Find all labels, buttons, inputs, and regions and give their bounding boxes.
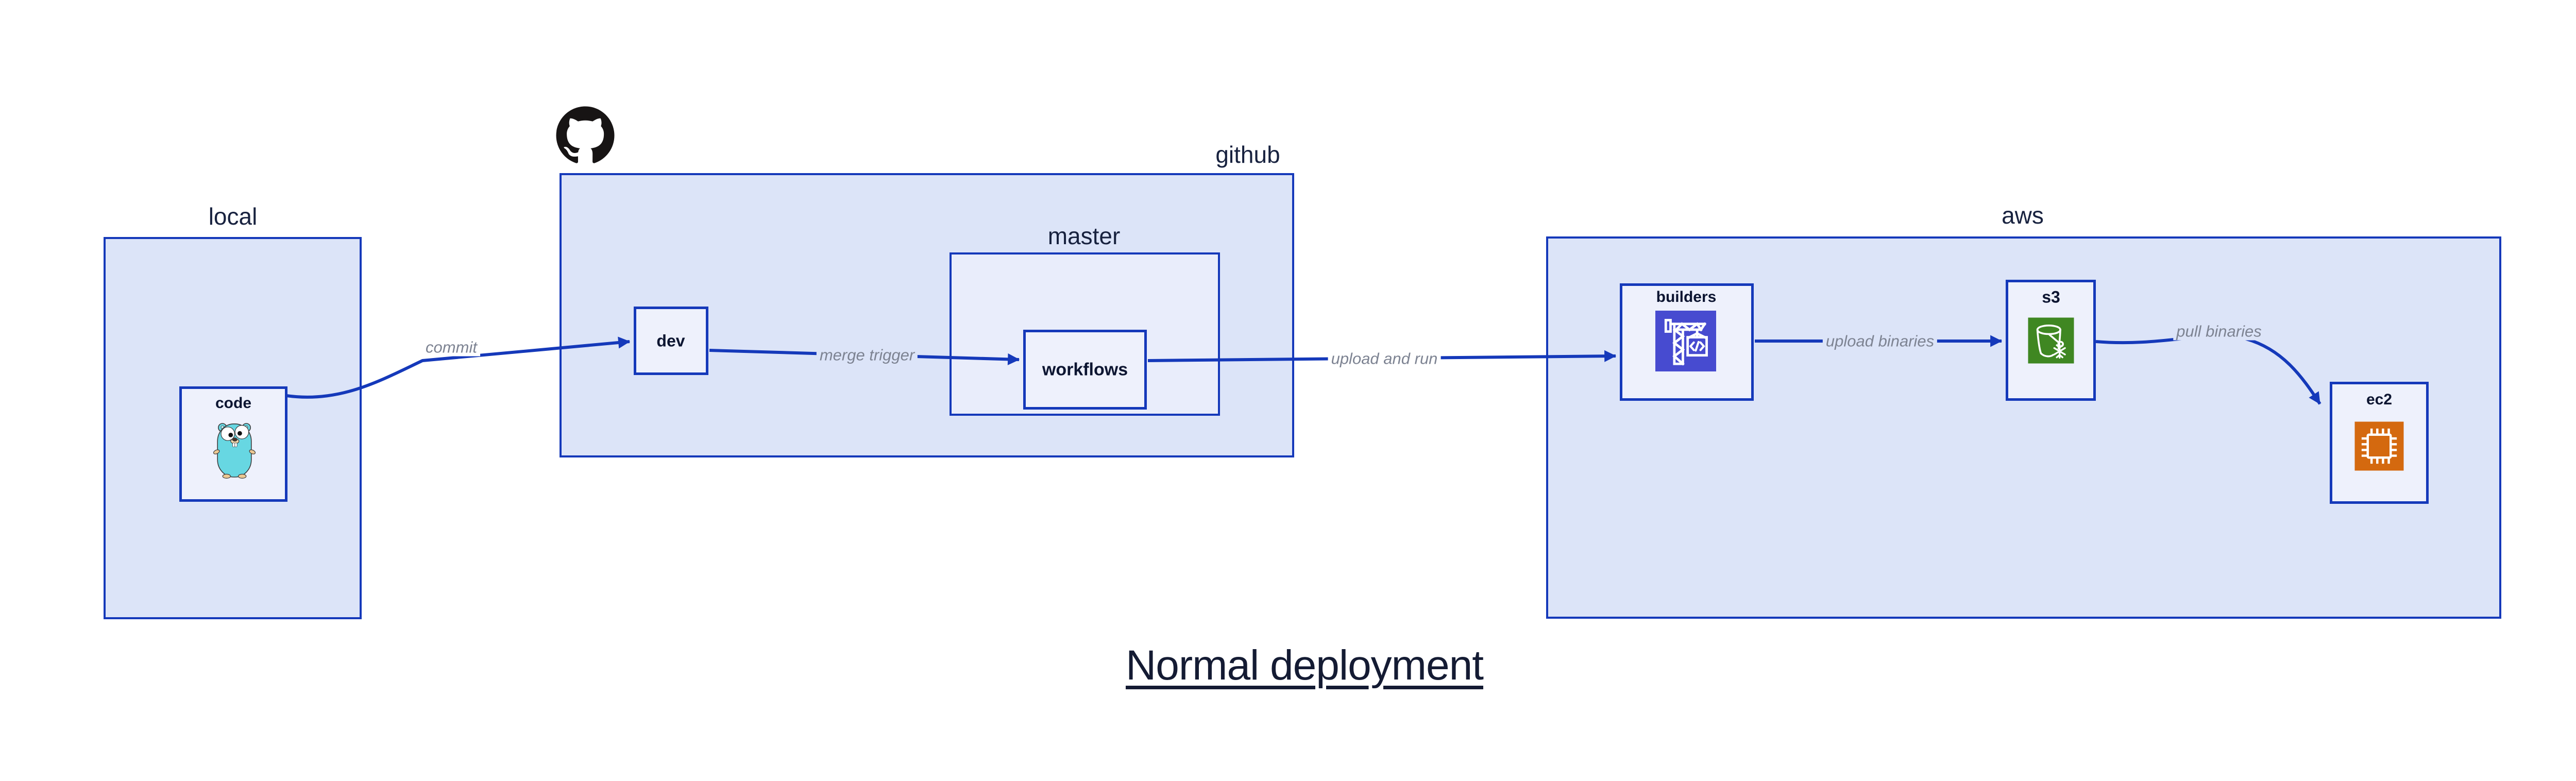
go-gopher-icon xyxy=(213,423,256,479)
edge-label-commit: commit xyxy=(422,338,480,356)
edge-label-upload-and-run: upload and run xyxy=(1328,349,1441,368)
edge-label-merge-trigger: merge trigger xyxy=(816,346,918,364)
node-code-label: code xyxy=(215,395,252,412)
local-zone-label: local xyxy=(208,203,258,230)
aws-codebuild-crane-icon xyxy=(1655,311,1716,371)
node-dev xyxy=(634,307,708,375)
node-s3-label: s3 xyxy=(2042,287,2060,307)
node-dev-label: dev xyxy=(656,331,685,350)
aws-zone-label: aws xyxy=(2002,202,2044,229)
github-zone-label: github xyxy=(1215,141,1280,168)
node-workflows xyxy=(1023,330,1147,410)
aws-s3-bucket-icon xyxy=(2028,317,2074,364)
github-octocat-icon xyxy=(556,106,615,163)
node-workflows-label: workflows xyxy=(1042,360,1128,380)
aws-ec2-chip-icon xyxy=(2354,421,2404,471)
edge-label-pull-binaries: pull binaries xyxy=(2173,322,2265,341)
diagram-title: Normal deployment xyxy=(1126,642,1484,689)
edge-label-upload-binaries: upload binaries xyxy=(1822,332,1938,350)
master-zone-label: master xyxy=(1047,223,1121,249)
node-builders-label: builders xyxy=(1656,288,1717,305)
node-ec2-label: ec2 xyxy=(2366,391,2393,408)
